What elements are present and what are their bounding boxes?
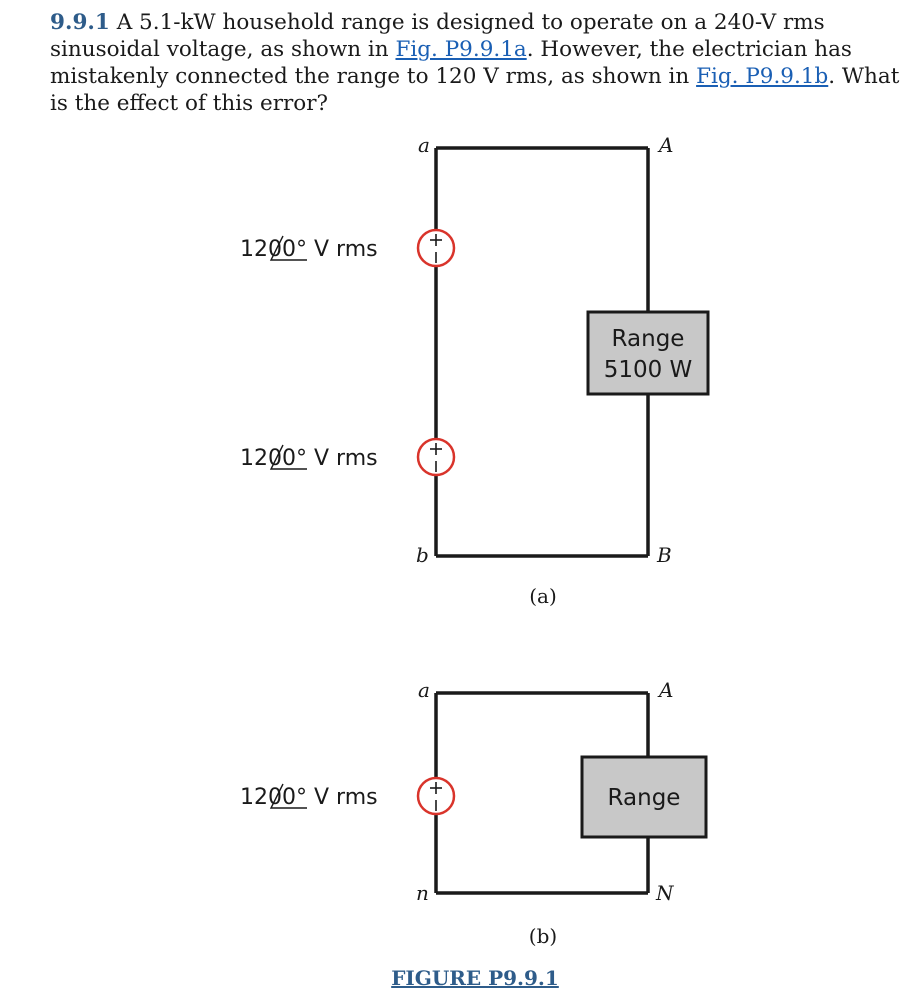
- node-n: n: [416, 881, 429, 905]
- voltage-source-2: [416, 437, 456, 477]
- problem-number: 9.9.1: [50, 10, 110, 35]
- node-a: a: [418, 133, 430, 157]
- subfigure-a-caption: (a): [529, 584, 557, 608]
- circuit-a: a A b B 1200° V rms 1200° V rms Range 51…: [240, 133, 710, 608]
- subfigure-b-caption: (b): [529, 924, 557, 948]
- node-b: b: [416, 543, 429, 567]
- node-B: B: [656, 543, 672, 567]
- range-power-label: 5100 W: [604, 357, 693, 383]
- range-load-box-b: [580, 755, 708, 839]
- node-A: A: [657, 133, 673, 157]
- fig-b-link[interactable]: Fig. P9.9.1b: [696, 64, 829, 89]
- source-b-label: 1200° V rms: [240, 785, 378, 810]
- problem-text-part-2: . However, the electrician has mistakenl…: [50, 37, 852, 89]
- angle-symbol: [269, 444, 307, 470]
- node-a: a: [418, 678, 430, 702]
- problem-text-part-3: . What is the effect of this error?: [50, 64, 900, 116]
- circuit-b: a A n N 1200° V rms Range (b): [240, 678, 708, 948]
- range-load-box: [586, 310, 710, 396]
- figure-caption[interactable]: FIGURE P9.9.1: [391, 966, 559, 990]
- problem-text-part-1: A 5.1-kW household range is designed to …: [50, 10, 825, 62]
- range-label-b: Range: [608, 785, 681, 811]
- source-2-label: 1200° V rms: [240, 446, 378, 471]
- node-A: A: [657, 678, 673, 702]
- angle-symbol: [269, 783, 307, 809]
- range-label: Range: [612, 326, 685, 352]
- fig-a-link[interactable]: Fig. P9.9.1a: [395, 37, 527, 62]
- source-1-label: 1200° V rms: [240, 237, 378, 262]
- angle-symbol: [269, 235, 307, 261]
- problem-statement: 9.9.1 A 5.1-kW household range is design…: [50, 9, 900, 117]
- voltage-source-b: [416, 776, 456, 816]
- voltage-source-1: [416, 228, 456, 268]
- node-N: N: [655, 881, 675, 905]
